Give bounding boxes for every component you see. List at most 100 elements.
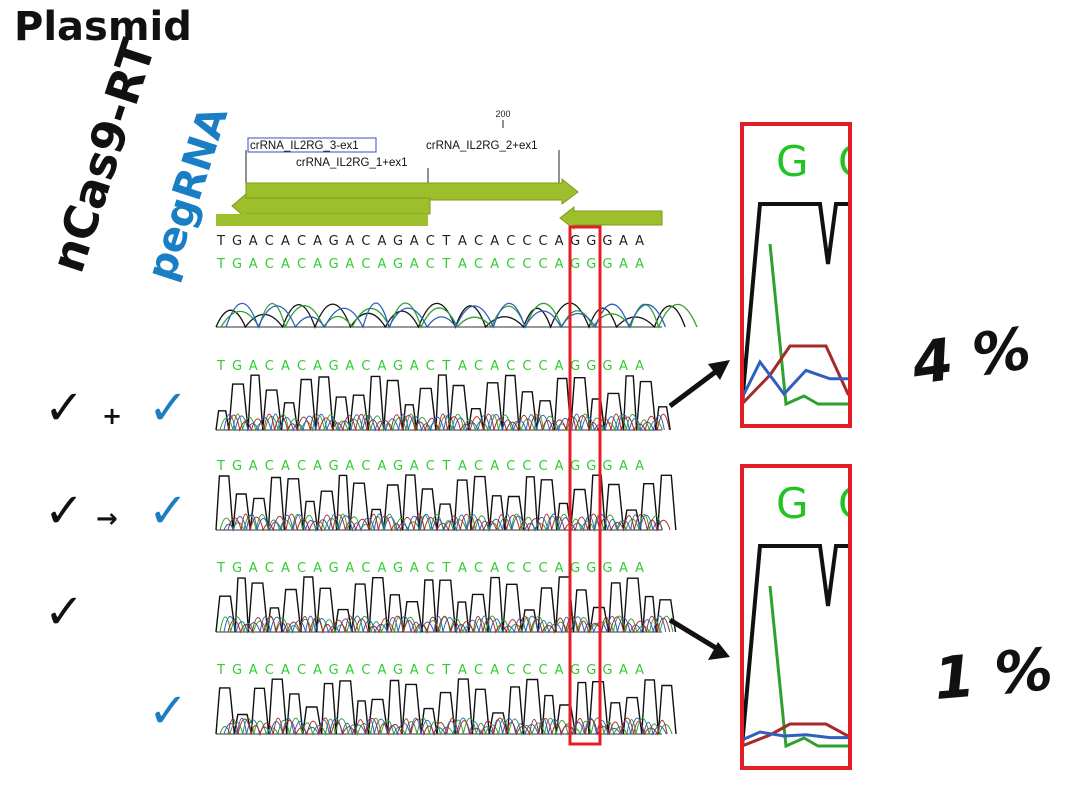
- arrowhead: [708, 360, 730, 380]
- base-call: G: [232, 459, 242, 474]
- base-call: C: [522, 359, 531, 374]
- reference-base: A: [345, 234, 354, 249]
- reference-base: A: [555, 234, 564, 249]
- base-call: G: [232, 257, 242, 272]
- base-call: G: [602, 561, 612, 576]
- base-call: C: [361, 257, 370, 272]
- base-call: A: [345, 561, 354, 576]
- base-call: T: [441, 663, 450, 678]
- feature-label: crRNA_IL2RG_1+ex1: [296, 157, 408, 169]
- reference-base: C: [474, 234, 483, 249]
- base-call: C: [265, 561, 274, 576]
- base-call: A: [378, 561, 387, 576]
- base-call: C: [297, 359, 306, 374]
- chromatogram-trace: [215, 374, 671, 431]
- reference-base: T: [441, 234, 450, 249]
- base-call: C: [361, 663, 370, 678]
- base-call: T: [441, 257, 450, 272]
- base-call: A: [635, 561, 644, 576]
- inset-base-letter: G: [776, 137, 809, 186]
- reference-base: G: [570, 234, 580, 249]
- base-call: A: [249, 359, 258, 374]
- base-call: A: [619, 663, 628, 678]
- reference-base: A: [619, 234, 628, 249]
- base-call: C: [506, 663, 515, 678]
- base-call: A: [635, 257, 644, 272]
- chromatogram-trace: [219, 615, 674, 634]
- chromatogram-trace: [220, 302, 698, 329]
- reference-base: A: [458, 234, 467, 249]
- base-call: A: [281, 459, 290, 474]
- check-mark-pegrna: ✓: [148, 380, 188, 436]
- base-call: G: [586, 359, 596, 374]
- base-call: G: [393, 663, 403, 678]
- base-call: A: [378, 359, 387, 374]
- base-call: C: [538, 459, 547, 474]
- arrow-to-inset: [668, 368, 720, 408]
- base-call: C: [506, 459, 515, 474]
- base-call: A: [249, 257, 258, 272]
- condition-marks: ✓: [148, 683, 188, 739]
- base-call: G: [602, 459, 612, 474]
- reference-base: A: [378, 234, 387, 249]
- figure-title: Plasmid: [14, 4, 192, 50]
- base-call: C: [474, 561, 483, 576]
- base-call: A: [378, 459, 387, 474]
- base-call: A: [555, 359, 564, 374]
- base-call: A: [378, 663, 387, 678]
- base-call: G: [586, 257, 596, 272]
- base-call: C: [297, 561, 306, 576]
- condition-marks: ✓: [44, 584, 84, 640]
- base-call: A: [555, 459, 564, 474]
- inset-base-letter: G: [838, 137, 871, 186]
- base-call: A: [555, 257, 564, 272]
- base-call: G: [232, 561, 242, 576]
- base-call: T: [216, 257, 225, 272]
- base-call: C: [265, 459, 274, 474]
- base-call: C: [506, 561, 515, 576]
- check-mark-ncas9-rt: ✓: [44, 584, 84, 640]
- base-call: G: [393, 257, 403, 272]
- base-call: A: [345, 359, 354, 374]
- base-call: T: [216, 561, 225, 576]
- base-call: A: [490, 359, 499, 374]
- base-call: G: [393, 459, 403, 474]
- reference-base: A: [635, 234, 644, 249]
- feature-label: crRNA_IL2RG_2+ex1: [426, 140, 538, 152]
- chromatogram-trace: [768, 243, 850, 407]
- feature-bar: [216, 214, 428, 226]
- base-call: A: [458, 359, 467, 374]
- check-mark-ncas9-rt: ✓: [44, 483, 84, 539]
- base-call: C: [506, 257, 515, 272]
- base-call: A: [313, 561, 322, 576]
- base-call: A: [249, 459, 258, 474]
- reference-base: C: [522, 234, 531, 249]
- base-call: A: [345, 663, 354, 678]
- base-call: A: [555, 561, 564, 576]
- check-mark-pegrna: ✓: [148, 683, 188, 739]
- reference-base: C: [506, 234, 515, 249]
- base-call: C: [538, 359, 547, 374]
- base-call: C: [361, 459, 370, 474]
- connector-symbol: →: [96, 504, 118, 534]
- reference-base: A: [490, 234, 499, 249]
- base-call: A: [635, 663, 644, 678]
- chromatogram-trace: [742, 202, 850, 405]
- chromatogram-trace: [768, 585, 850, 749]
- reference-base: A: [281, 234, 290, 249]
- reference-base: G: [329, 234, 339, 249]
- check-mark-ncas9-rt: ✓: [44, 380, 84, 436]
- reference-base: G: [232, 234, 242, 249]
- base-call: C: [522, 561, 531, 576]
- base-call: A: [410, 663, 419, 678]
- base-call: C: [538, 663, 547, 678]
- base-call: A: [635, 359, 644, 374]
- highlight-box: [568, 225, 602, 746]
- reference-base: T: [216, 234, 225, 249]
